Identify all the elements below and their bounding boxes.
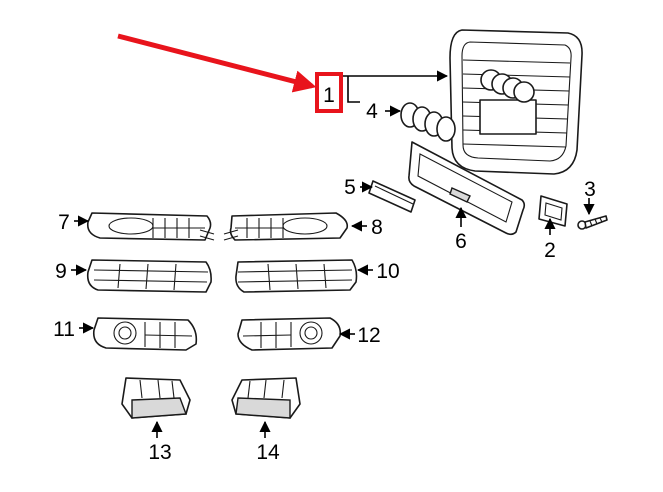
red-pointer-arrow — [117, 33, 317, 93]
callout-3: 3 — [584, 178, 596, 201]
callout-12: 12 — [357, 324, 380, 347]
callout-4: 4 — [366, 100, 378, 123]
mount-bracket-left-part-13 — [121, 377, 191, 419]
callout-8: 8 — [371, 216, 383, 239]
upper-trim-right-part-8 — [223, 212, 349, 241]
bolt-part-3 — [577, 215, 608, 230]
callout-9: 9 — [55, 260, 67, 283]
plate-bracket-part-6 — [408, 141, 526, 236]
lower-grille-left-part-9 — [86, 259, 212, 293]
callout-10: 10 — [376, 260, 399, 283]
callout-13: 13 — [148, 441, 171, 464]
fog-bezel-left-part-11 — [92, 317, 198, 351]
fog-bezel-right-part-12 — [237, 317, 342, 351]
callout-7: 7 — [58, 211, 70, 234]
callout-14: 14 — [256, 441, 280, 464]
callout-2: 2 — [544, 239, 556, 262]
grille-part-1 — [449, 29, 583, 175]
bracket-part-2 — [538, 195, 568, 227]
emblem-rings-part-4 — [400, 102, 456, 142]
callout-5: 5 — [344, 176, 356, 199]
callout-6: 6 — [455, 230, 467, 253]
callout-11: 11 — [53, 318, 75, 341]
upper-trim-left-part-7 — [86, 212, 215, 241]
leader-lines — [71, 70, 595, 438]
molding-part-5 — [368, 180, 416, 213]
mount-bracket-right-part-14 — [231, 377, 301, 419]
callout-1: 1 — [323, 84, 335, 107]
lower-grille-right-part-10 — [235, 259, 358, 293]
callout-1-highlight — [315, 72, 343, 113]
